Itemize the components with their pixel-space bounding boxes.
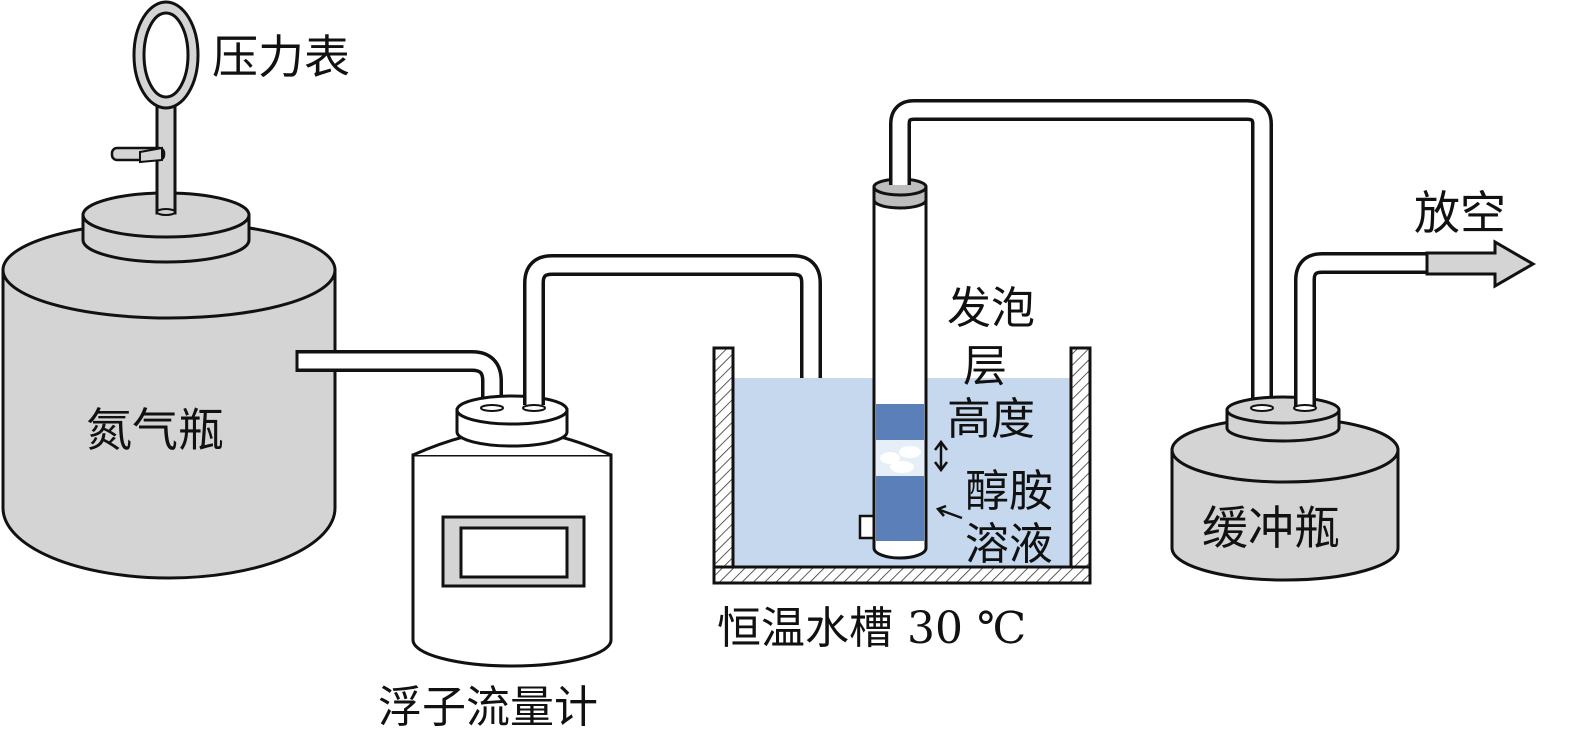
rotameter: 浮子流量计 [378,394,613,733]
vent-pipe [1294,252,1430,410]
foam-height-label-line1: 发泡 [947,283,1035,334]
gauge-dial-inner [142,11,190,99]
pipe-column-to-buffer [889,99,1273,410]
pipe-entry-overlays [156,208,1317,412]
buffer-bottle: 缓冲瓶 [1170,395,1400,582]
nitrogen-cylinder-body [1,268,337,580]
pressure-gauge-label: 压力表 [212,30,350,84]
nitrogen-cylinder: 氮气瓶 [1,191,337,580]
amine-solution-label-line1: 醇胺 [965,466,1053,517]
pressure-gauge: 压力表 [110,0,350,215]
buffer-bottle-label: 缓冲瓶 [1202,501,1340,555]
double-arrow-icon [934,439,948,473]
bath-right-wall [1069,346,1092,572]
foam-height-annotation: 发泡 层 高度 [934,283,1035,473]
foam-height-label-line2: 层 [963,341,1007,392]
nitrogen-cylinder-label: 氮气瓶 [86,403,224,457]
amine-liquid-upper [876,404,924,440]
bath-bottom [712,565,1092,585]
water-bath-label: 恒温水槽 30 ℃ [717,603,1026,654]
bath-left-wall [712,346,735,572]
pipe-cylinder-to-rotameter [295,350,503,405]
vent-arrow-icon [1425,239,1536,289]
bubble-column [858,177,928,560]
rotameter-display-window [459,526,569,579]
foam-height-label-line3: 高度 [947,394,1035,445]
buffer-bottle-body [1170,448,1400,582]
rotameter-label: 浮子流量计 [378,682,598,733]
amine-solution-label-line2: 溶液 [965,519,1053,570]
amine-solution-annotation: 醇胺 溶液 [935,466,1053,570]
amine-liquid-lower [876,476,924,541]
pointer-arrow-icon [935,504,963,520]
vent-label: 放空 [1414,186,1506,240]
